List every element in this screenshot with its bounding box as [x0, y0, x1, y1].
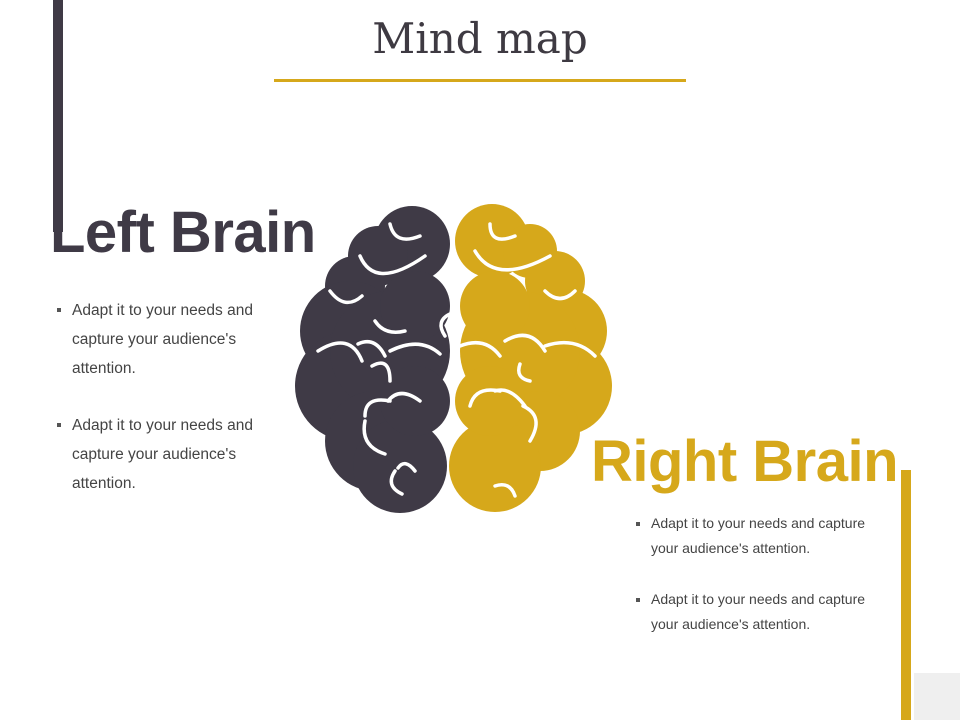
right-bullet-2: Adapt it to your needs and capture your … — [636, 587, 886, 637]
slide-title: Mind map — [372, 14, 588, 63]
brain-illustration — [295, 204, 612, 513]
right-accent-bar — [901, 470, 911, 720]
brain-left-hemisphere-icon — [295, 206, 450, 513]
left-bullet-2: Adapt it to your needs and capture your … — [57, 411, 272, 498]
right-brain-bullet-list: Adapt it to your needs and capture your … — [636, 511, 886, 663]
corner-block — [914, 673, 960, 720]
left-brain-heading: Left Brain — [50, 200, 316, 265]
left-bullet-1: Adapt it to your needs and capture your … — [57, 296, 272, 383]
right-bullet-1: Adapt it to your needs and capture your … — [636, 511, 886, 561]
left-brain-bullet-list: Adapt it to your needs and capture your … — [57, 296, 272, 526]
right-brain-heading: Right Brain — [591, 429, 899, 494]
left-accent-bar — [53, 0, 63, 232]
title-underline — [274, 79, 686, 82]
